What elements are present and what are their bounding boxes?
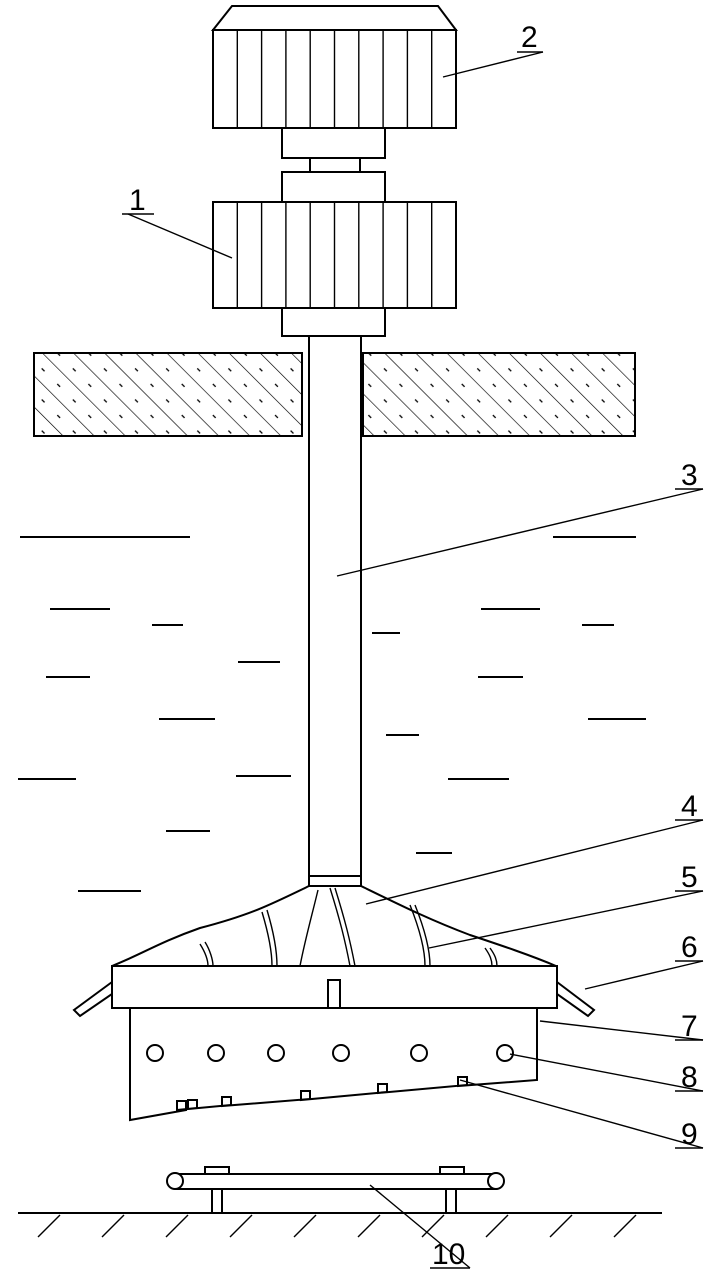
ground-hatch-line [549,1214,573,1238]
impeller [111,885,557,967]
vent-hole [332,1044,350,1062]
leader-lines [127,51,704,1269]
ground-hatch-line [101,1214,125,1238]
label-7: 7 [681,1010,698,1043]
vent-hole [146,1044,164,1062]
label-2: 2 [521,21,538,54]
upper-motor [210,5,458,173]
vent-hole [410,1044,428,1062]
vent-hole [496,1044,514,1062]
label-3: 3 [681,459,698,492]
ground-hatch-line [357,1214,381,1238]
platform-slabs [33,352,636,437]
ground-hatch-line [165,1214,189,1238]
lower-motor [212,171,457,337]
vent-hole [267,1044,285,1062]
cutter-skirt [129,1007,538,1122]
label-8: 8 [681,1061,698,1094]
label-5: 5 [681,861,698,894]
ground-hatch-line [485,1214,509,1238]
part-labels: 1 2 3 4 5 6 7 8 9 10 [129,21,698,1271]
label-underlines [122,51,703,1269]
label-6: 6 [681,931,698,964]
label-1: 1 [129,184,146,217]
label-10: 10 [432,1238,465,1271]
ground-hatch-line [229,1214,253,1238]
ground-hatch-line [421,1214,445,1238]
shaft [308,335,362,887]
label-9: 9 [681,1118,698,1151]
ground-hatch-line [37,1214,61,1238]
ground-hatch-line [613,1214,637,1238]
label-4: 4 [681,790,698,823]
ground-hatch-line [293,1214,317,1238]
bottom-support [18,1166,662,1238]
water-lines [18,536,646,892]
vent-hole [207,1044,225,1062]
